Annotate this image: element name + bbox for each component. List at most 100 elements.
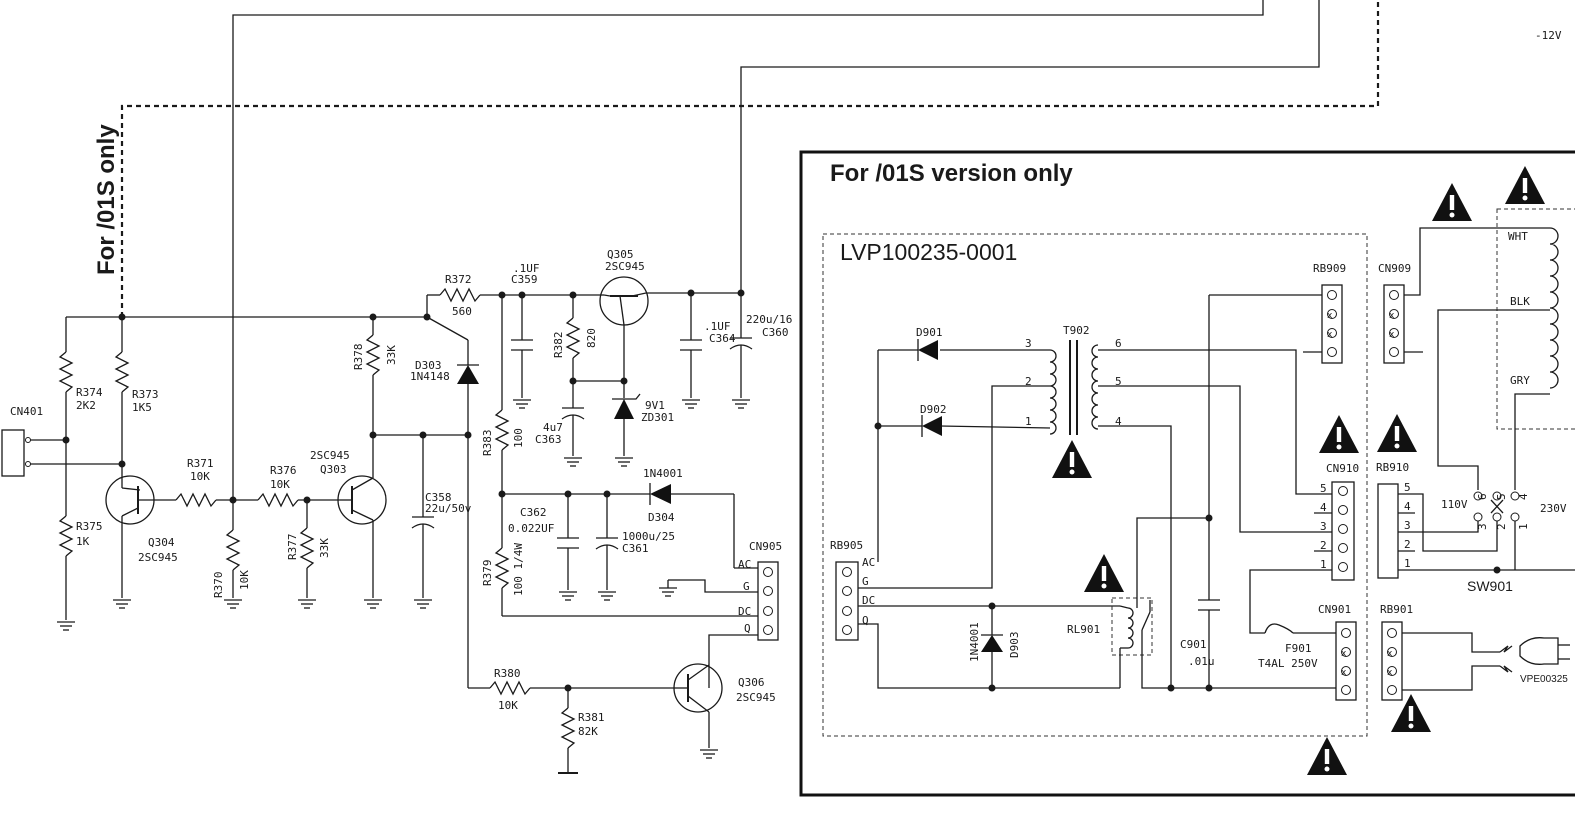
component-label: 82K (578, 725, 598, 738)
component-label: 4 (1320, 501, 1327, 514)
component-label: 3 (1320, 520, 1327, 533)
component-label: 0.022UF (508, 522, 554, 535)
component-label: .1UF (513, 262, 540, 275)
component-label: C358 (425, 491, 452, 504)
component-label: 2 (1320, 539, 1327, 552)
component-label: R375 (76, 520, 103, 533)
component-label: RB910 (1376, 461, 1409, 474)
component-label: R380 (494, 667, 521, 680)
component-label: R372 (445, 273, 472, 286)
warning-icon (1432, 183, 1472, 221)
component-label: 820 (585, 328, 598, 348)
component-label: 1 (1025, 415, 1032, 428)
component-label: RB909 (1313, 262, 1346, 275)
component-label: 2SC945 (310, 449, 350, 462)
component-label: RL901 (1067, 623, 1100, 636)
component-label: 6 (1115, 337, 1122, 350)
component-label: 100 (512, 428, 525, 448)
component-label: 4 (1115, 415, 1122, 428)
component-label: CN901 (1318, 603, 1351, 616)
component-label: R371 (187, 457, 214, 470)
component-label: F901 (1285, 642, 1312, 655)
component-label: 1N4001 (643, 467, 683, 480)
component-label: 10K (270, 478, 290, 491)
component-label: 33K (385, 345, 398, 365)
component-label: 1 (1320, 558, 1327, 571)
component-label: C364 (709, 332, 736, 345)
component-label: G (862, 575, 869, 588)
component-label: 1 (1404, 557, 1411, 570)
component-label: Q (862, 614, 869, 627)
component-label: 2 (1025, 375, 1032, 388)
component-label: C360 (762, 326, 789, 339)
svg-text:x: x (1389, 330, 1395, 340)
component-label: T4AL 250V (1258, 657, 1318, 670)
component-label: 5 (1495, 493, 1508, 500)
component-label: CN909 (1378, 262, 1411, 275)
component-label: R378 (352, 344, 365, 371)
supply-label: -12V (1535, 29, 1562, 42)
plug-label: VPE00325 (1520, 674, 1568, 685)
svg-text:x: x (1387, 668, 1393, 678)
component-label: C361 (622, 542, 649, 555)
svg-text:x: x (1327, 330, 1333, 340)
component-label: .01u (1188, 655, 1215, 668)
component-label: 560 (452, 305, 472, 318)
svg-text:x: x (1341, 668, 1347, 678)
component-label: 10K (238, 570, 251, 590)
component-label: Q303 (320, 463, 347, 476)
component-label: R377 (286, 534, 299, 561)
component-label: 5 (1320, 482, 1327, 495)
component-label: DC (738, 605, 751, 618)
component-label: 2SC945 (736, 691, 776, 704)
component-label: R383 (481, 430, 494, 457)
box-title: For /01S version only (830, 160, 1073, 187)
component-label: D901 (916, 326, 943, 339)
component-label: GRY (1510, 374, 1530, 387)
component-label: D303 (415, 359, 442, 372)
component-label: R382 (552, 332, 565, 359)
component-label: RB905 (830, 539, 863, 552)
component-label: C359 (511, 273, 538, 286)
warning-icon (1084, 554, 1124, 592)
warning-icon (1505, 166, 1545, 204)
component-label: 110V (1441, 498, 1468, 511)
svg-text:x: x (1341, 649, 1347, 659)
component-label: 5 (1404, 481, 1411, 494)
component-label: CN910 (1326, 462, 1359, 475)
warning-icon (1052, 440, 1092, 478)
component-label: T902 (1063, 324, 1090, 337)
component-label: 230V (1540, 502, 1567, 515)
component-label: Q306 (738, 676, 765, 689)
component-label: 3 (1476, 523, 1489, 530)
component-label: 22u/50v (425, 502, 472, 515)
component-label: 1K (76, 535, 90, 548)
component-label: Q304 (148, 536, 175, 549)
component-label: R381 (578, 711, 605, 724)
component-label: D903 (1008, 632, 1021, 659)
component-label: WHT (1508, 230, 1528, 243)
svg-text:x: x (1387, 649, 1393, 659)
component-label: .1UF (704, 320, 731, 333)
component-label: 4 (1404, 500, 1411, 513)
component-label: R376 (270, 464, 297, 477)
component-label: 10K (190, 470, 210, 483)
component-label: 2SC945 (138, 551, 178, 564)
component-label: D902 (920, 403, 947, 416)
component-label: BLK (1510, 295, 1530, 308)
component-label: 2 (1495, 523, 1508, 530)
svg-text:x: x (1389, 311, 1395, 321)
component-label: R379 (481, 560, 494, 587)
component-label: 1000u/25 (622, 530, 675, 543)
component-label: R373 (132, 388, 159, 401)
component-label: 2 (1404, 538, 1411, 551)
component-label: 1N4148 (410, 370, 450, 383)
switch-label: SW901 (1467, 578, 1513, 594)
component-label: 1N4001 (968, 622, 981, 662)
component-label: 4u7 (543, 421, 563, 434)
component-label: 1 (1517, 523, 1530, 530)
component-label: 2SC945 (605, 260, 645, 273)
component-label: 33K (318, 538, 331, 558)
warning-icon (1377, 414, 1417, 452)
component-label: 3 (1025, 337, 1032, 350)
